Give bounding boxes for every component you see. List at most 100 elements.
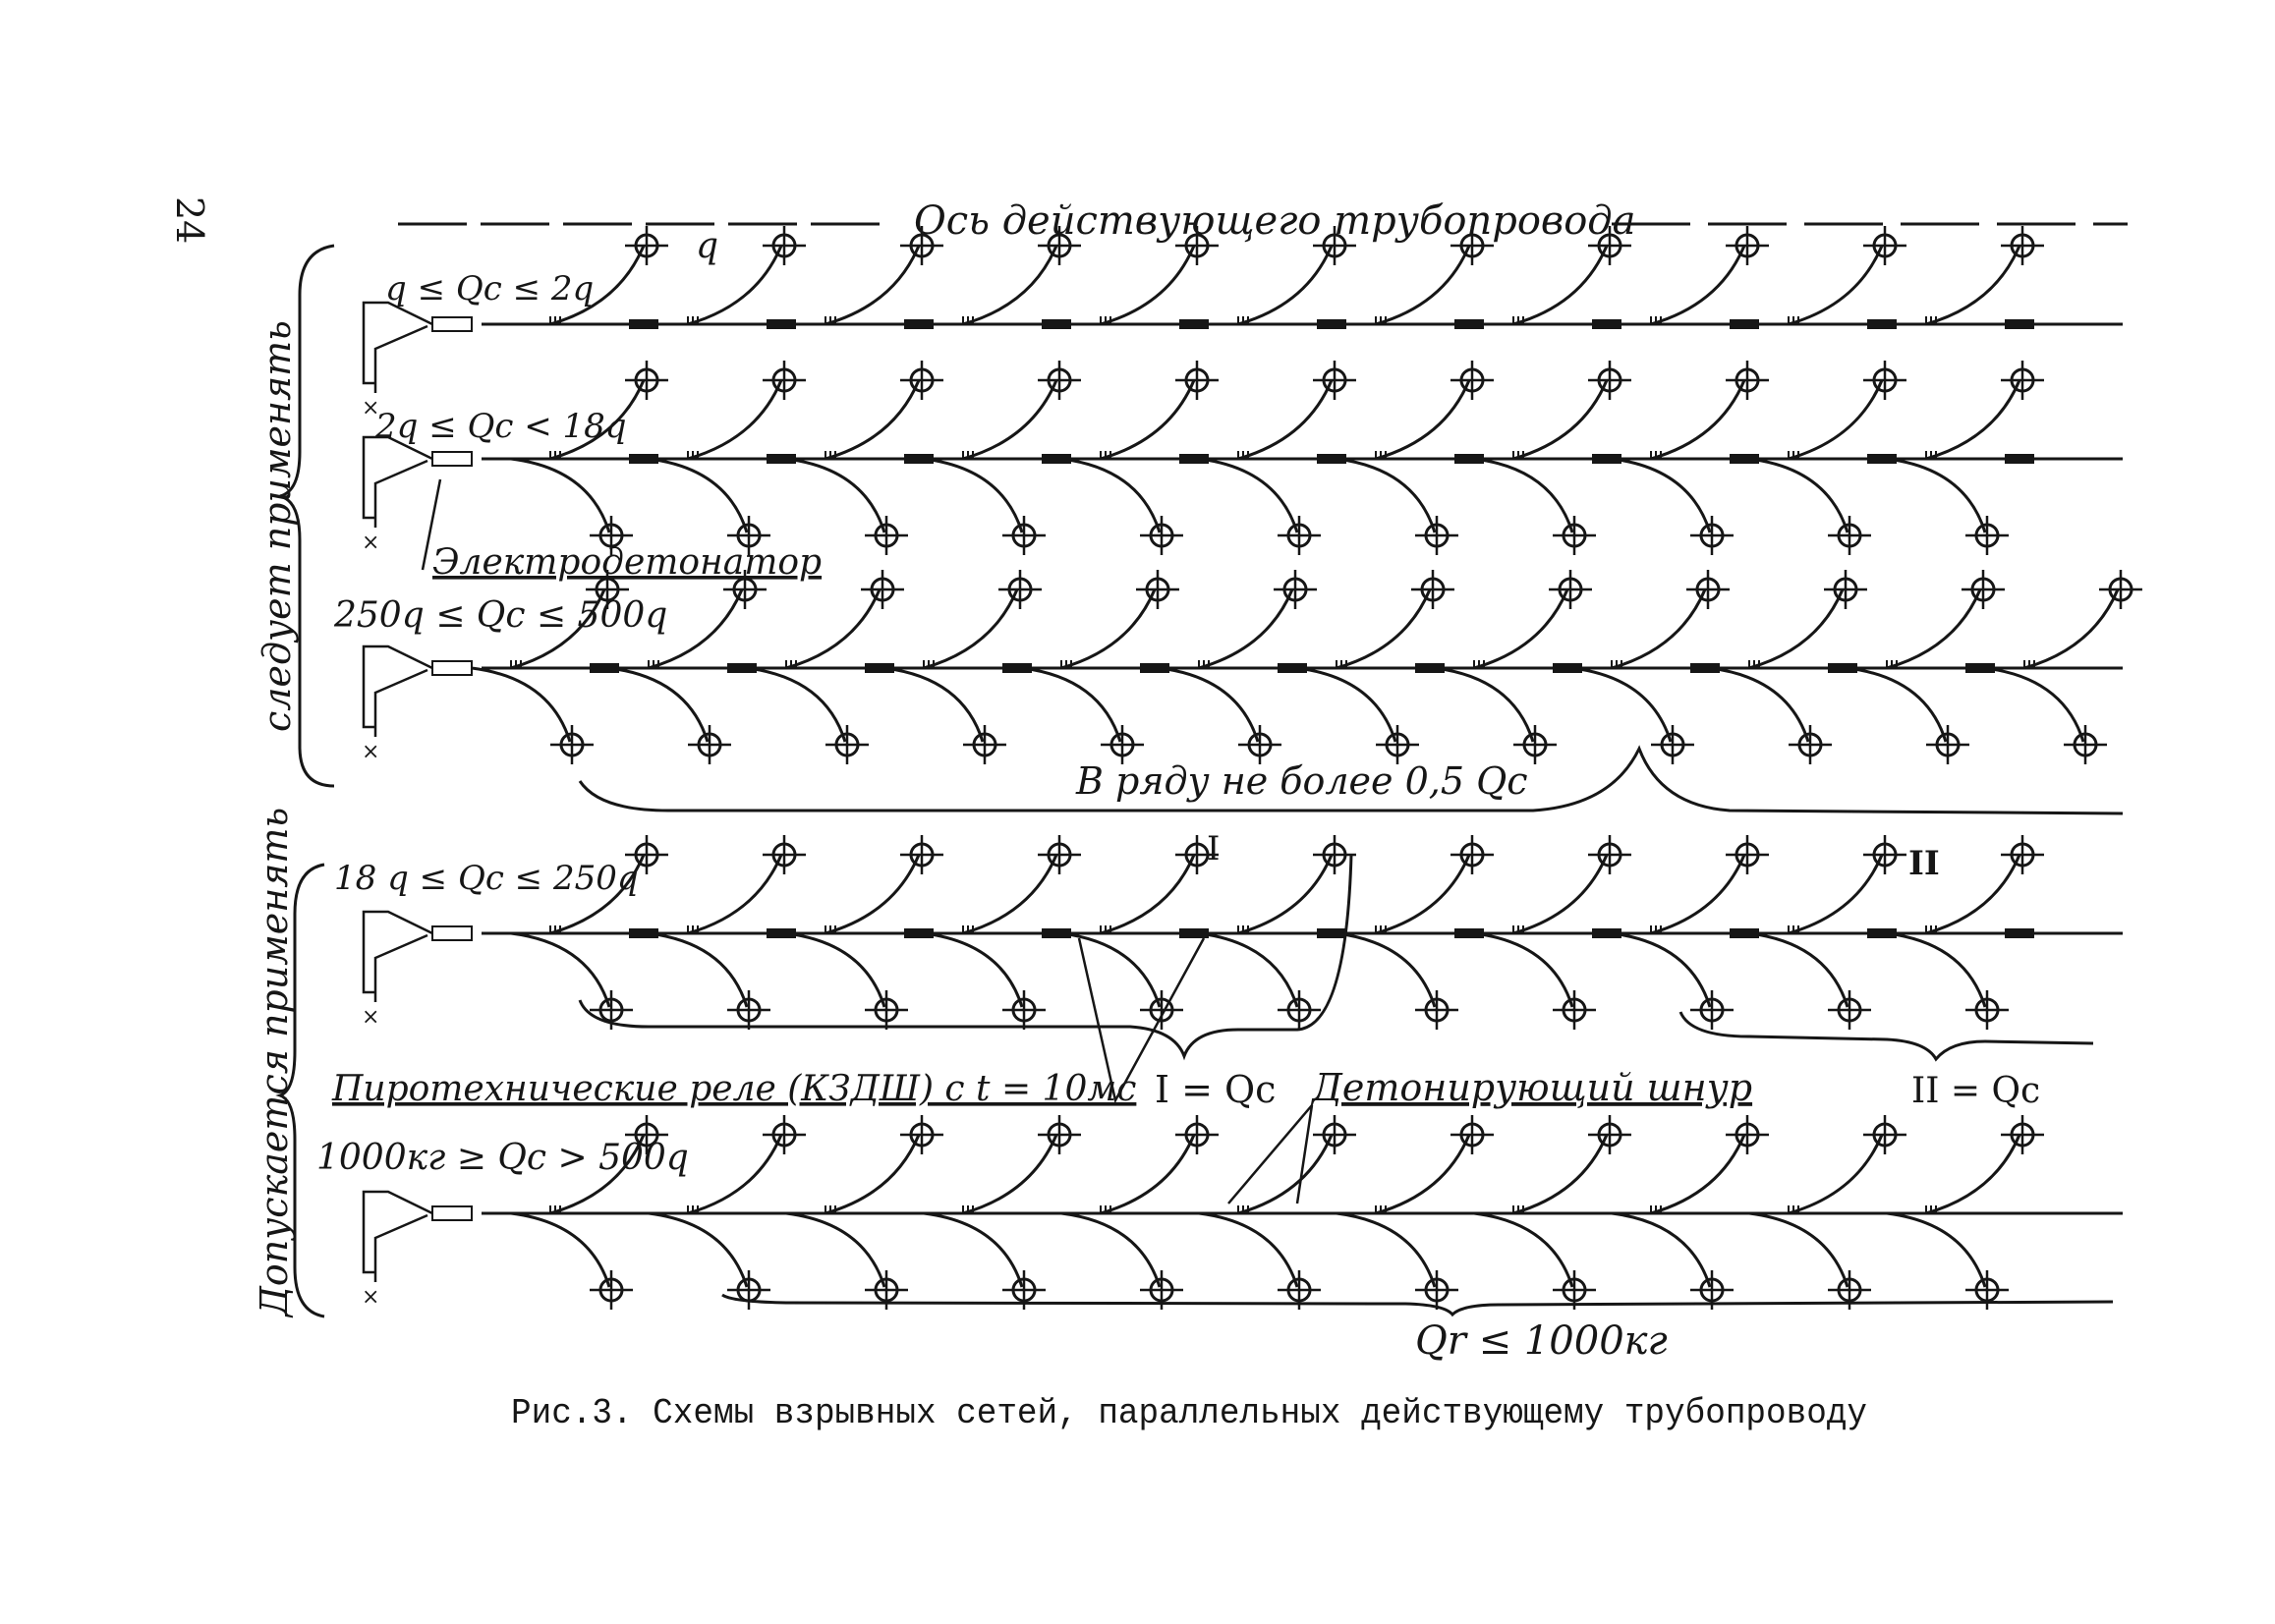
branch-cord [825,245,921,326]
relay-block [1179,928,1209,938]
detonator-label: Электродетонатор [432,542,822,583]
branch-cord [785,1211,886,1288]
relay-block [590,663,619,673]
branch-cord [1886,931,1987,1008]
relay-block [1592,928,1621,938]
relay-block [1317,319,1346,329]
branch-cord [471,666,572,743]
branch-cord [1611,588,1707,670]
relay-block [767,454,796,464]
branch-cord [687,245,783,326]
row-limit-brace [578,745,2124,815]
side-label-allowed: Допускается применять [253,808,296,1318]
network-row-2: × [362,361,2123,555]
row-limit-label: В ряду не более 0,5 Qc [1075,759,1528,803]
row-3-condition: 250q ≤ Qc ≤ 500q [333,595,667,636]
branch-cord [687,379,783,461]
page-number: 24 [168,196,211,244]
detonator-wire [362,644,433,729]
relay-label: Пиротехнические реле (КЗДШ) с t = 10мс [331,1069,1136,1109]
detonator-wire [373,459,428,528]
branch-cord [549,854,646,935]
group-one-equation: I = Qc [1155,1068,1276,1111]
branch-cord [1237,1134,1334,1215]
relay-block [1454,319,1484,329]
relay-block [904,319,934,329]
relay-leaders [1077,937,1206,1104]
group-two-label: II [1908,844,1940,883]
branch-cord [1925,854,2021,935]
branch-cord [1198,457,1299,533]
branch-cord [1650,854,1746,935]
row-4-condition: 18 q ≤ Qc ≤ 250q [334,859,639,898]
detonator-wire [362,301,433,385]
branch-cord [1788,854,1884,935]
branch-cord [1473,588,1569,670]
branch-cord [825,1134,921,1215]
branch-cord [923,588,1019,670]
branch-cord [1060,1211,1162,1288]
detonator-wire [373,668,428,737]
branch-cord [1198,1211,1299,1288]
relay-block [1828,663,1857,673]
branch-cord [1611,931,1712,1008]
branch-cord [1847,666,1948,743]
relay-block [1042,454,1071,464]
detonator-wire [362,910,433,994]
branch-cord [1375,1134,1471,1215]
branch-cord [1473,931,1574,1008]
branch-cord [510,1211,611,1288]
relay-block [904,454,934,464]
branch-cord [785,588,882,670]
branch-cord [1060,457,1162,533]
branch-cord [1925,379,2021,461]
branch-cord [1100,1134,1196,1215]
branch-cord [1473,457,1574,533]
branch-cord [785,457,886,533]
row-5-condition: 1000кг ≥ Qc > 500q [316,1138,689,1178]
branch-cord [1336,588,1432,670]
network-row-3: × [362,570,2142,764]
branch-cord [746,666,847,743]
branch-cord [1571,666,1673,743]
branch-cord [1375,245,1471,326]
detonator-cap [431,316,473,332]
group-one-label: I [1207,829,1220,868]
branch-cord [962,1134,1058,1215]
branch-cord [1788,379,1884,461]
branch-cord [1984,666,2085,743]
branch-cord [962,379,1058,461]
detonator-terminal: × [362,1005,379,1030]
branch-cord [1650,245,1746,326]
detonator-wire [373,933,428,1002]
branch-cord [962,245,1058,326]
relay-block [767,319,796,329]
branch-cord [1473,1211,1574,1288]
branch-cord [1512,854,1609,935]
relay-block [629,319,658,329]
branch-cord [1159,666,1260,743]
branch-cord [1100,379,1196,461]
detonator-wire [362,1190,433,1274]
relay-block [727,663,757,673]
branch-cord [1198,931,1299,1008]
branch-cord [549,1134,646,1215]
branch-cord [1886,457,1987,533]
row-1-charge-symbol: q [696,226,718,266]
branch-cord [1237,379,1334,461]
relay-block [767,928,796,938]
branch-cord [648,588,744,670]
network-row-4: × [362,835,2123,1030]
detonator-terminal: × [362,531,379,555]
branch-cord [1886,1211,1987,1288]
branch-cord [923,931,1024,1008]
figure-caption: Рис.3. Схемы взрывных сетей, параллельны… [511,1393,1867,1433]
total-limit-brace [721,1293,2114,1317]
branch-cord [923,457,1024,533]
branch-cord [1748,457,1849,533]
relay-block [1002,663,1032,673]
relay-block [1592,454,1621,464]
detonator-terminal: × [362,740,379,764]
branch-cord [1336,457,1437,533]
branch-cord [1611,457,1712,533]
